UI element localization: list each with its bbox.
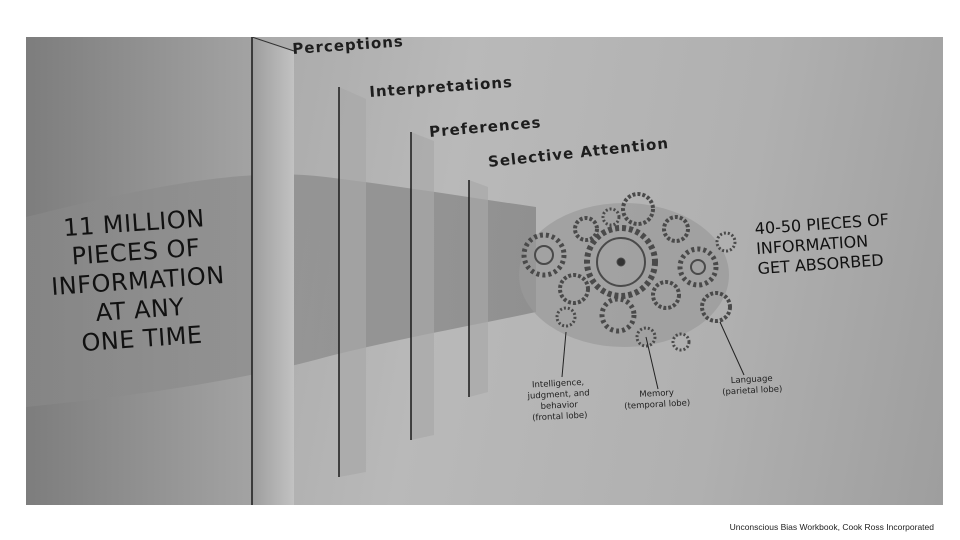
pointer-parietal [719,321,745,376]
brain-label-temporal: Memory (temporal lobe) [617,387,696,413]
brain-label-parietal: Language (parietal lobe) [711,373,792,399]
input-amount-text: 11 MILLION PIECES OF INFORMATION AT ANY … [27,202,249,361]
pointer-frontal [561,331,567,378]
panel-perceptions [252,37,294,505]
output-amount-text: 40-50 PIECES OF INFORMATION GET ABSORBED [754,207,936,279]
panel-preferences [411,132,434,440]
pointer-temporal [645,336,659,390]
photo-caption: Unconscious Bias Workbook, Cook Ross Inc… [729,522,934,532]
filter-diagram [26,37,745,505]
gear-brain-icon [519,192,737,352]
brain-label-frontal: Intelligence, judgment, and behavior (fr… [518,377,600,425]
panel-interpretations [339,87,366,477]
panel-selective-attention [469,180,488,397]
photo: 11 MILLION PIECES OF INFORMATION AT ANY … [26,37,943,505]
